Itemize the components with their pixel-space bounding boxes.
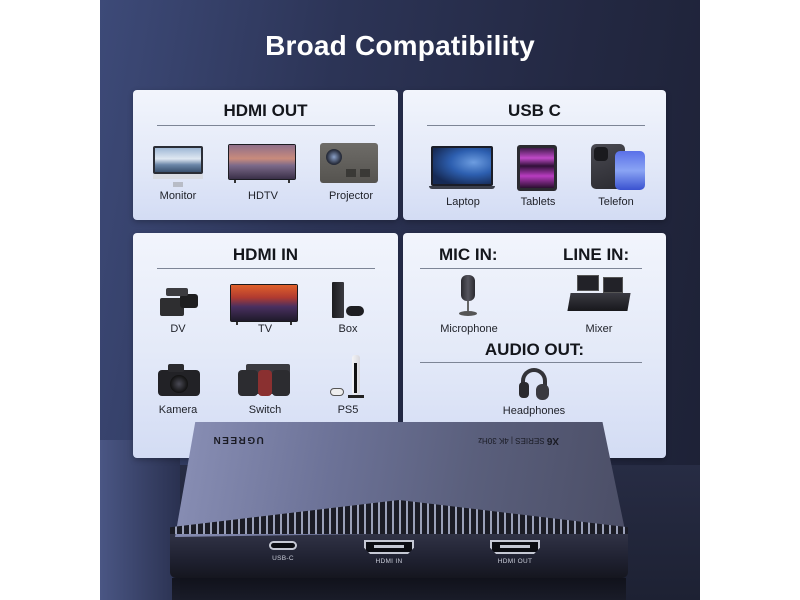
hdmi-out-port	[490, 540, 540, 554]
item-headphones: Headphones	[493, 366, 575, 421]
item-ps5: PS5	[318, 355, 378, 418]
floor-highlight	[100, 440, 180, 600]
item-monitor: Monitor	[143, 138, 213, 208]
hdmi-in-title: HDMI IN	[232, 245, 299, 264]
divider	[420, 268, 642, 269]
monitor-icon	[153, 146, 203, 187]
audio-card: MIC IN: LINE IN: Microphone Mixer AUDIO …	[403, 233, 666, 458]
handheld-console-icon	[238, 364, 292, 398]
hdmi-in-card: HDMI IN DV TV Box Kamer	[133, 233, 398, 458]
tv-icon	[230, 284, 298, 325]
item-label: DV	[170, 323, 186, 335]
page-title: Broad Compatibility	[265, 30, 535, 61]
tv-icon	[228, 144, 296, 183]
series-text: SERIES | 4K 30Hz	[478, 436, 545, 445]
item-label: HDTV	[248, 190, 278, 202]
item-label: Microphone	[440, 323, 498, 335]
usb-c-card: USB C Laptop Tablets Telefon	[403, 90, 666, 220]
item-label: Kamera	[158, 404, 198, 416]
series-prefix: X6	[546, 435, 560, 446]
item-tablets: Tablets	[508, 138, 568, 213]
hdmi-in-port-label: HDMI IN	[375, 558, 403, 565]
item-tv: TV	[225, 278, 305, 338]
audio-out-title: AUDIO OUT:	[484, 340, 585, 359]
item-label: Laptop	[446, 196, 480, 208]
item-label: Tablets	[520, 196, 556, 208]
item-label: Switch	[248, 404, 282, 416]
divider	[157, 125, 375, 126]
divider	[420, 362, 642, 363]
mixer-icon	[567, 275, 631, 317]
phone-icon	[591, 144, 647, 190]
item-mixer: Mixer	[563, 273, 635, 335]
line-in-title: LINE IN:	[563, 245, 630, 264]
item-label: Monitor	[159, 190, 197, 202]
headphones-icon	[519, 368, 549, 400]
item-kamera: Kamera	[148, 358, 208, 418]
device-reflection	[172, 578, 626, 600]
usb-c-port	[269, 541, 297, 550]
item-label: TV	[257, 323, 273, 335]
usb-c-title: USB C	[508, 101, 561, 120]
divider	[427, 125, 645, 126]
tablet-icon	[517, 145, 557, 191]
item-label: Headphones	[502, 405, 566, 417]
hdmi-out-port-label: HDMI OUT	[497, 558, 533, 565]
usb-c-port-label: USB-C	[272, 555, 294, 562]
item-label: Mixer	[585, 323, 613, 335]
hdmi-out-title: HDMI OUT	[223, 101, 308, 120]
camcorder-icon	[160, 286, 200, 318]
item-hdtv: HDTV	[223, 138, 303, 208]
hdmi-out-card: HDMI OUT Monitor HDTV Projector	[133, 90, 398, 220]
item-microphone: Microphone	[433, 273, 505, 335]
microphone-icon	[457, 275, 481, 317]
item-projector: Projector	[311, 138, 391, 208]
game-console-icon	[332, 282, 366, 320]
ps5-icon	[330, 355, 368, 401]
hdmi-in-port	[364, 540, 414, 554]
item-telefon: Telefon	[581, 138, 651, 213]
item-switch: Switch	[230, 358, 300, 418]
item-label: PS5	[337, 404, 359, 416]
item-label: Box	[338, 323, 358, 335]
projector-icon	[320, 143, 378, 185]
item-label: Telefon	[598, 196, 634, 208]
item-label: Projector	[328, 190, 374, 202]
item-dv: DV	[148, 278, 208, 338]
mic-in-title: MIC IN:	[439, 245, 498, 264]
camera-icon	[158, 364, 200, 398]
item-box: Box	[318, 278, 378, 338]
device-brand-logo: UGREEN	[212, 434, 264, 445]
item-laptop: Laptop	[425, 138, 501, 213]
divider	[157, 268, 375, 269]
device-series-label: X6 SERIES | 4K 30Hz	[478, 435, 559, 446]
laptop-icon	[429, 146, 495, 192]
